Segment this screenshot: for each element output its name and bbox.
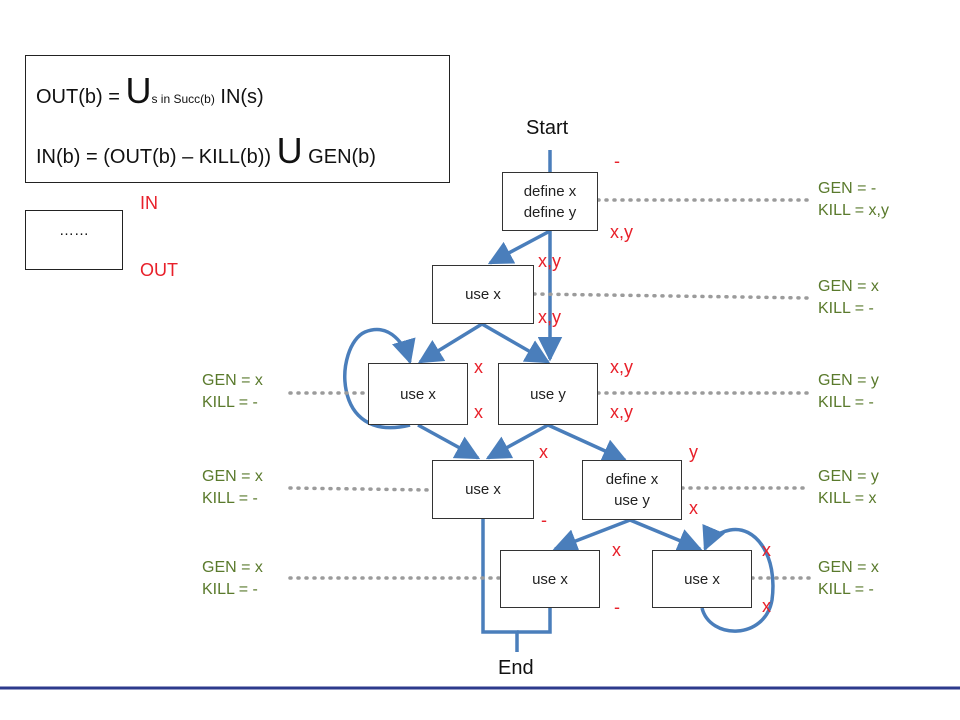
n7-kill: KILL = - [202, 581, 258, 598]
n7-gen: GEN = x [202, 559, 263, 576]
in-equation-rhs: GEN(b) [308, 146, 376, 168]
block-n1-line2: define y [523, 203, 577, 221]
block-n5-line1: use x [465, 481, 501, 498]
edge-n6-n8 [629, 518, 703, 552]
n6-gen-kill: GEN = y KILL = x [818, 466, 879, 510]
edge-n2-n3 [417, 322, 483, 364]
n1-kill: KILL = x,y [818, 202, 889, 219]
block-n7-line1: use x [532, 570, 568, 588]
legend-in-label: IN [140, 193, 158, 213]
n2-out-set: x,y [538, 307, 562, 327]
edge-n3-n5 [417, 423, 481, 460]
edge-n6-n7 [552, 518, 631, 553]
n7-in-set: x [612, 540, 621, 560]
dataflow-equations: OUT(b) = Us in Succ(b) IN(s) IN(b) = (OU… [25, 55, 450, 183]
n2-kill: KILL = - [818, 300, 874, 317]
block-n1-line1: define x [523, 182, 577, 200]
edge-n1-n2 [487, 229, 551, 265]
in-equation: IN(b) = (OUT(b) – KILL(b)) U GEN(b) [36, 130, 376, 172]
n4-gen: GEN = y [818, 372, 879, 389]
block-n3: use x [368, 363, 468, 425]
end-label: End [498, 657, 534, 679]
n6-kill: KILL = x [818, 490, 877, 507]
block-n7: use x [500, 550, 600, 608]
leader-n5 [288, 486, 434, 492]
block-n8: use x [652, 550, 752, 608]
n1-out-set: x,y [610, 222, 634, 242]
block-n4-line1: use y [530, 385, 566, 403]
block-n1: define x define y [502, 172, 598, 231]
n4-out-set: x,y [610, 402, 634, 422]
block-n2-line1: use x [465, 286, 501, 303]
edge-n7-end [517, 608, 552, 634]
n5-kill: KILL = - [202, 490, 258, 507]
out-equation-rhs: IN(s) [220, 86, 264, 108]
block-n6-line2: use y [614, 492, 650, 509]
n3-gen: GEN = x [202, 372, 263, 389]
n2-gen: GEN = x [818, 278, 879, 295]
n5-out-set: - [541, 510, 547, 530]
n2-gen-kill: GEN = x KILL = - [818, 276, 879, 320]
in-equation-lhs: IN(b) = (OUT(b) – KILL(b)) [36, 146, 272, 168]
n2-in-set: x,y [538, 251, 562, 271]
n3-out-set: x [474, 402, 483, 422]
out-equation: OUT(b) = Us in Succ(b) IN(s) [36, 70, 264, 112]
n8-in-set: x [762, 540, 771, 560]
n8-gen: GEN = x [818, 559, 879, 576]
n5-gen: GEN = x [202, 468, 263, 485]
n6-gen: GEN = y [818, 468, 879, 485]
block-n4: use y [498, 363, 598, 425]
block-n2: use x [432, 265, 534, 324]
n6-out-set: x [689, 498, 698, 518]
block-n6: define x use y [582, 460, 682, 520]
n8-gen-kill: GEN = x KILL = - [818, 557, 879, 601]
block-n5: use x [432, 460, 534, 519]
union-symbol: U [125, 70, 152, 111]
n4-gen-kill: GEN = y KILL = - [818, 370, 879, 414]
n3-gen-kill: GEN = x KILL = - [202, 370, 263, 414]
leader-n2 [532, 292, 812, 300]
legend-block: …… [25, 210, 123, 270]
edge-n3-self-loop [343, 328, 416, 430]
out-equation-subscript: s in Succ(b) [151, 92, 215, 106]
block-n8-line1: use x [684, 570, 720, 588]
edge-n2-n4 [481, 322, 551, 364]
block-n6-line1: define x [605, 471, 659, 488]
n3-kill: KILL = - [202, 394, 258, 411]
n6-in-set: y [689, 442, 698, 462]
union-symbol: U [276, 130, 303, 171]
n8-kill: KILL = - [818, 581, 874, 598]
n4-kill: KILL = - [818, 394, 874, 411]
n3-in-set: x [474, 357, 483, 377]
n8-out-set: x [762, 596, 771, 616]
edge-n4-n6 [547, 423, 628, 463]
n4-in-set: x,y [610, 357, 634, 377]
n7-out-set: - [614, 597, 620, 617]
n1-in-set: - [614, 151, 620, 171]
out-equation-lhs: OUT(b) = [36, 86, 120, 108]
legend-out-label: OUT [140, 260, 178, 280]
edge-n4-n5 [485, 423, 549, 460]
n7-gen-kill: GEN = x KILL = - [202, 557, 263, 601]
n1-gen: GEN = - [818, 180, 877, 197]
n1-gen-kill: GEN = - KILL = x,y [818, 178, 889, 222]
start-label: Start [526, 117, 569, 139]
edge-n5-end [481, 519, 519, 652]
n5-in-set: x [539, 442, 548, 462]
edge-n8-self-loop [700, 523, 775, 633]
legend-block-text: …… [59, 222, 89, 239]
block-n3-line1: use x [400, 385, 436, 403]
n5-gen-kill: GEN = x KILL = - [202, 466, 263, 510]
